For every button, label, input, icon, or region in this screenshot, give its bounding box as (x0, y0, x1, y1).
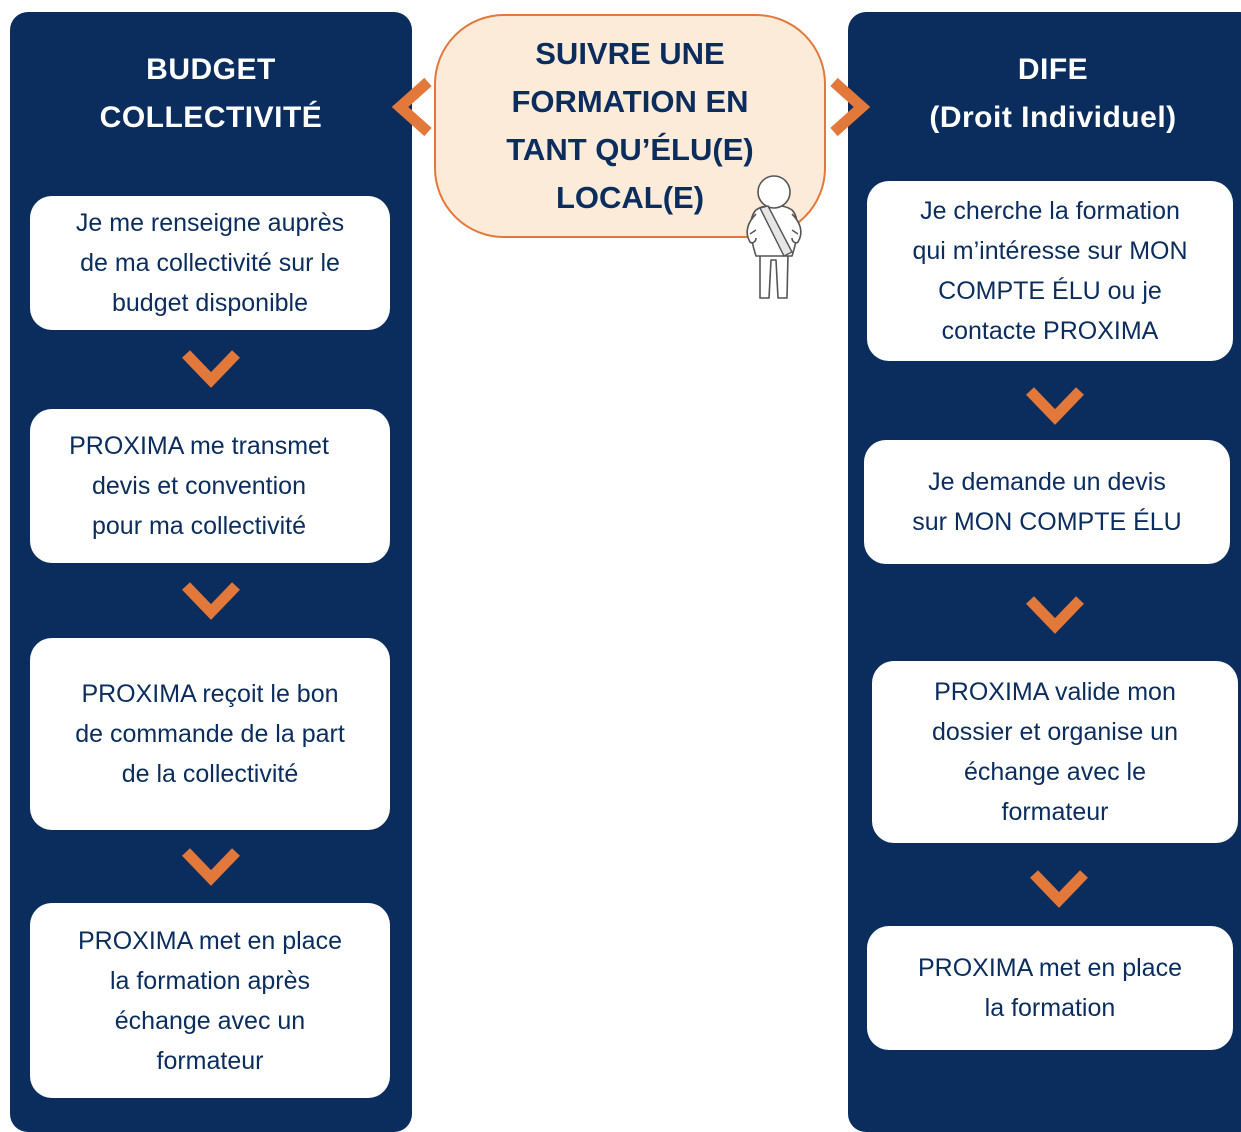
right-step-3: PROXIMA valide mon dossier et organise u… (872, 661, 1238, 843)
budget-collectivite-title: BUDGET COLLECTIVITÉ (99, 53, 323, 134)
left-step-1-text: Je me renseigne auprès de ma collectivit… (75, 209, 345, 317)
chevron-down-icon (182, 582, 240, 620)
left-step-1: Je me renseigne auprès de ma collectivit… (30, 196, 390, 330)
chevron-down-icon (1026, 596, 1084, 634)
left-step-3-text: PROXIMA reçoit le bon de commande de la … (75, 680, 345, 788)
center-title: SUIVRE UNE FORMATION EN TANT QU’ÉLU(E) L… (506, 36, 754, 215)
right-step-4: PROXIMA met en place la formation (867, 926, 1233, 1050)
right-step-2: Je demande un devis sur MON COMPTE ÉLU (864, 440, 1230, 564)
chevron-left-icon (391, 77, 432, 137)
left-step-2-text: PROXIMA me transmet devis et convention … (69, 432, 329, 540)
left-step-2: PROXIMA me transmet devis et convention … (30, 409, 390, 563)
right-step-2-text: Je demande un devis sur MON COMPTE ÉLU (912, 468, 1182, 536)
right-step-3-text: PROXIMA valide mon dossier et organise u… (932, 678, 1178, 826)
left-step-4: PROXIMA met en place la formation après … (30, 903, 390, 1098)
chevron-down-icon (1030, 870, 1088, 908)
right-step-4-text: PROXIMA met en place la formation (917, 954, 1182, 1022)
elected-official-with-sash-icon (746, 175, 802, 299)
chevron-down-icon (1026, 387, 1084, 425)
dife-title: DIFE (Droit Individuel) (929, 53, 1177, 134)
left-step-4-text: PROXIMA met en place la formation après … (77, 926, 342, 1075)
chevron-down-icon (182, 350, 240, 388)
right-step-1: Je cherche la formation qui m’intéresse … (867, 181, 1233, 361)
right-step-1-text: Je cherche la formation qui m’intéresse … (912, 197, 1188, 345)
left-step-3: PROXIMA reçoit le bon de commande de la … (30, 638, 390, 830)
chevron-down-icon (182, 848, 240, 886)
chevron-right-icon (830, 77, 871, 137)
